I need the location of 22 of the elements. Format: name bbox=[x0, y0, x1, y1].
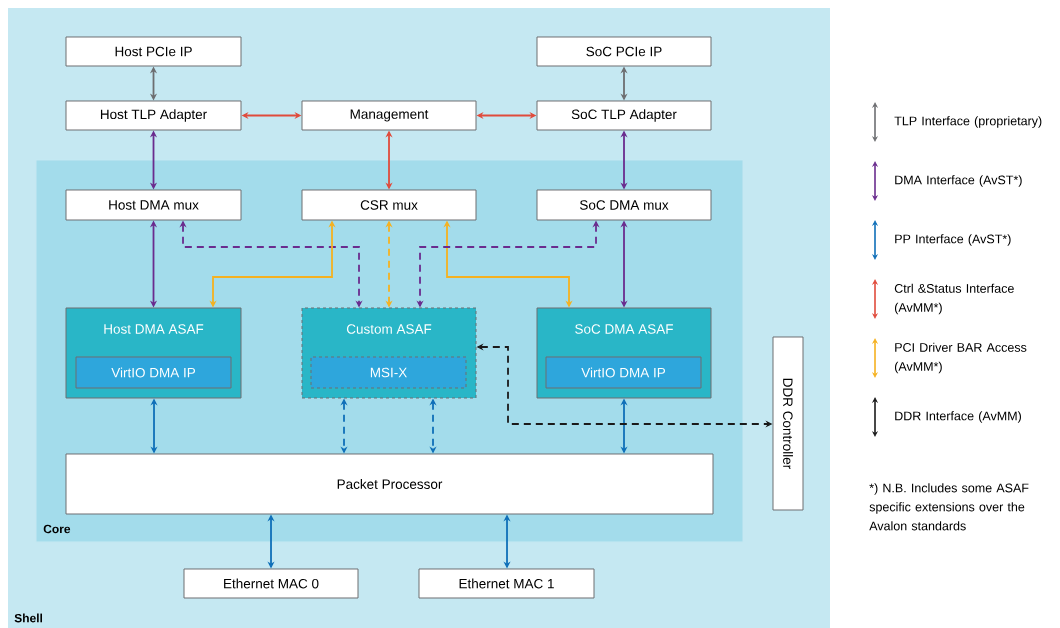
legend-label: TLP Interface (proprietary) bbox=[894, 116, 1042, 128]
process-box: Host TLP Adapter bbox=[65, 100, 242, 131]
process-box: Host PCIe IP bbox=[65, 36, 242, 67]
process-box: SoC PCIe IP bbox=[536, 36, 712, 67]
process-box: SoC DMA mux bbox=[536, 189, 712, 221]
legend-label: DDR Interface (AvMM) bbox=[895, 411, 1021, 423]
legend-label: Ctrl &Status Interface (AvMM*) bbox=[894, 283, 1014, 315]
legend-label: DMA Interface (AvST*) bbox=[895, 175, 1022, 187]
process-box: CSR mux bbox=[301, 189, 477, 221]
process-box: Ethernet MAC 1 bbox=[418, 568, 595, 599]
process-box: Management bbox=[301, 100, 477, 131]
footnote: *) N.B. Includes some ASAF specific extensions over the Avalon standards bbox=[869, 483, 1029, 531]
process-box: Packet Processor bbox=[65, 453, 714, 515]
process-box: SoC TLP Adapter bbox=[536, 100, 712, 131]
legend-label: PCI Driver BAR Access (AvMM*) bbox=[894, 342, 1027, 374]
legend-label: PP Interface (AvST*) bbox=[895, 234, 1011, 246]
process-box: Ethernet MAC 0 bbox=[183, 568, 359, 599]
ip-box: VirtIO DMA IP bbox=[75, 356, 232, 389]
ip-box: MSI-X bbox=[310, 356, 467, 389]
process-box: Host DMA mux bbox=[65, 189, 242, 221]
process-box: DDR Controller bbox=[772, 336, 804, 511]
ip-box: VirtIO DMA IP bbox=[545, 356, 702, 389]
